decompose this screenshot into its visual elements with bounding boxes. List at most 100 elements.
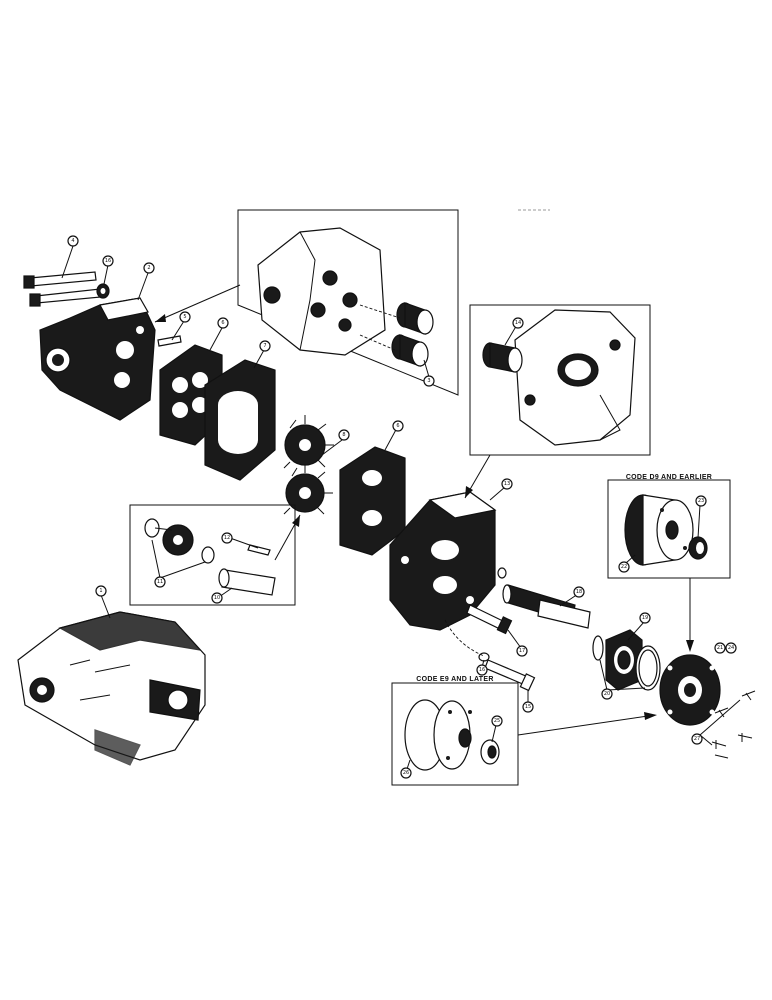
callout-23: 23 <box>695 495 707 507</box>
washer-16 <box>96 283 110 299</box>
shaft-10 <box>218 568 276 596</box>
arrow-inset-to-cover <box>154 284 241 323</box>
idler-gear-9 <box>283 464 333 515</box>
svg-text:21: 21 <box>717 645 723 651</box>
rear-cover-detail <box>514 309 636 446</box>
arrow-head-3 <box>292 515 300 527</box>
callout-19: 19 <box>639 612 651 624</box>
svg-text:6: 6 <box>221 320 224 326</box>
arrow-e9-to-flange <box>517 714 656 736</box>
svg-text:27: 27 <box>694 736 700 742</box>
inset-box-bushings <box>237 209 459 396</box>
arrow-head-4 <box>686 640 694 652</box>
svg-text:8: 8 <box>342 432 345 438</box>
inset-box-bushing-14 <box>469 304 651 456</box>
svg-text:23: 23 <box>698 498 704 504</box>
bolt-15 <box>484 659 536 692</box>
arrow-head <box>155 314 166 322</box>
svg-text:20: 20 <box>604 691 610 697</box>
svg-text:4: 4 <box>71 238 74 244</box>
svg-text:7: 7 <box>263 343 266 349</box>
svg-text:12: 12 <box>224 535 230 541</box>
callout-22: 22 <box>618 561 630 573</box>
svg-text:2: 2 <box>147 265 150 271</box>
bushing-3a <box>396 302 434 335</box>
callout-16-lower: 16 <box>476 664 488 676</box>
svg-text:11: 11 <box>157 579 163 585</box>
code-d9-label: CODE D9 AND EARLIER <box>626 474 712 481</box>
seal-25 <box>480 739 500 765</box>
svg-text:19: 19 <box>642 615 648 621</box>
callout-3: 3 <box>423 375 435 387</box>
svg-text:17: 17 <box>519 648 525 654</box>
svg-text:10: 10 <box>214 595 220 601</box>
callout-17: 17 <box>516 645 528 657</box>
callout-5: 5 <box>179 311 191 323</box>
snap-ring-11b <box>201 546 215 564</box>
svg-text:3: 3 <box>427 378 430 384</box>
dowel-pin-5 <box>157 335 182 347</box>
gear-detail <box>162 524 194 556</box>
arrow-head-5 <box>644 712 657 720</box>
screws-27 <box>711 690 756 759</box>
svg-text:24: 24 <box>728 645 734 651</box>
callout-12: 12 <box>221 532 233 544</box>
bolt-17 <box>466 604 513 635</box>
gasket-6-rear <box>339 446 406 556</box>
svg-text:13: 13 <box>504 481 510 487</box>
seal-flange-21 <box>659 654 721 726</box>
svg-text:15: 15 <box>525 704 531 710</box>
callout-6-front: 6 <box>217 317 229 329</box>
bushing-14 <box>482 342 523 373</box>
svg-text:16: 16 <box>479 667 485 673</box>
callout-4: 4 <box>67 235 79 247</box>
drive-shaft-18 <box>502 584 591 629</box>
callout-leaders <box>61 245 701 770</box>
flange-d9 <box>624 494 694 566</box>
callout-2: 2 <box>143 262 155 274</box>
callout-24: 24 <box>725 642 737 654</box>
inset-box-code-e9 <box>391 682 519 786</box>
svg-text:26: 26 <box>403 770 409 776</box>
callout-27: 27 <box>691 733 703 745</box>
callout-1: 1 <box>95 585 107 597</box>
leader-27a <box>699 699 741 736</box>
callout-25: 25 <box>491 715 503 727</box>
callout-16-top: 16 <box>102 255 114 267</box>
callout-15: 15 <box>522 701 534 713</box>
svg-text:1: 1 <box>99 588 102 594</box>
callout-21: 21 <box>714 642 726 654</box>
pump-assembly-1 <box>17 611 206 766</box>
alignment-path <box>444 619 485 657</box>
arrow-head-2 <box>465 486 473 498</box>
drive-gear-9 <box>283 415 334 469</box>
callout-13: 13 <box>501 478 513 490</box>
code-e9-label: CODE E9 AND LATER <box>416 676 493 683</box>
svg-text:14: 14 <box>515 320 521 326</box>
front-cover-2 <box>39 297 156 421</box>
svg-text:5: 5 <box>183 314 186 320</box>
callout-18: 18 <box>573 586 585 598</box>
ring-20 <box>635 645 661 691</box>
callout-9: 8 <box>338 429 350 441</box>
svg-text:18: 18 <box>576 589 582 595</box>
leader-11b <box>159 561 206 579</box>
shaft-o-ring <box>497 567 507 579</box>
svg-text:25: 25 <box>494 718 500 724</box>
rear-cover-13 <box>389 491 497 631</box>
callout-20: 20 <box>601 688 613 700</box>
seal-23 <box>688 536 708 560</box>
flange-e9 <box>433 700 472 770</box>
seal-19 <box>605 629 643 691</box>
leader-11a <box>151 539 161 579</box>
svg-text:22: 22 <box>621 564 627 570</box>
callout-14: 14 <box>512 317 524 329</box>
svg-text:6: 6 <box>396 423 399 429</box>
key-12 <box>247 544 271 556</box>
inset-box-code-d9 <box>607 479 731 579</box>
bushing-alignment <box>359 304 401 351</box>
callout-7: 7 <box>259 340 271 352</box>
gear-housing-7 <box>204 359 276 481</box>
callout-10: 10 <box>211 592 223 604</box>
